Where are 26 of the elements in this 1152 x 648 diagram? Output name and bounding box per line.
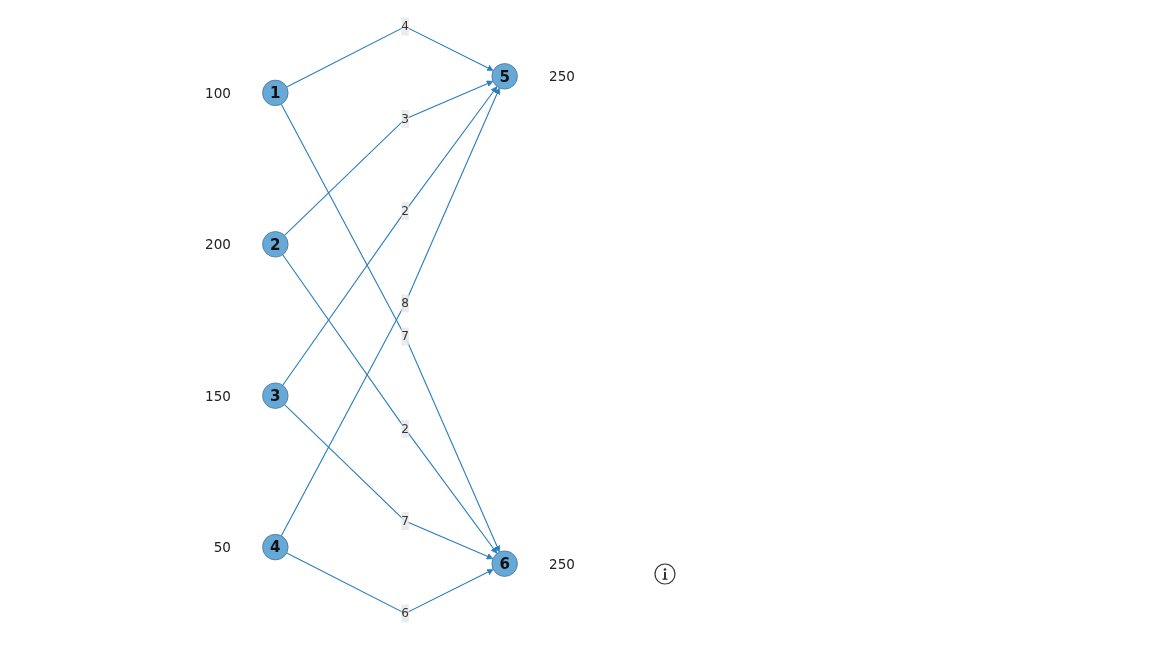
node-circle: 5 xyxy=(491,63,518,90)
node-circle: 2 xyxy=(262,231,289,258)
node-label: 50 xyxy=(213,539,231,556)
node-circle: 1 xyxy=(262,79,289,107)
edge-label: 7 xyxy=(401,513,409,528)
node-circle: 4 xyxy=(262,533,289,561)
edge-label: 7 xyxy=(401,329,409,344)
edge-label: 6 xyxy=(401,605,409,621)
arrow xyxy=(286,25,494,88)
node-label: 100 xyxy=(205,84,231,101)
edge-label: 2 xyxy=(401,203,409,218)
node-circle: 3 xyxy=(262,382,289,409)
arrow xyxy=(282,254,498,554)
arrow xyxy=(282,86,498,386)
node-label: 250 xyxy=(549,68,575,85)
node-label: 150 xyxy=(205,387,231,404)
arrow xyxy=(283,404,494,560)
edge-label: 4 xyxy=(401,19,409,34)
node-label: 250 xyxy=(549,555,575,572)
edge-label: 2 xyxy=(401,421,409,436)
edge-label: 8 xyxy=(401,295,409,311)
node-circle: 6 xyxy=(491,550,518,577)
edge-label: 3 xyxy=(401,111,409,126)
arrow xyxy=(286,552,494,615)
node-label: 200 xyxy=(205,236,231,253)
arrow xyxy=(283,80,494,236)
